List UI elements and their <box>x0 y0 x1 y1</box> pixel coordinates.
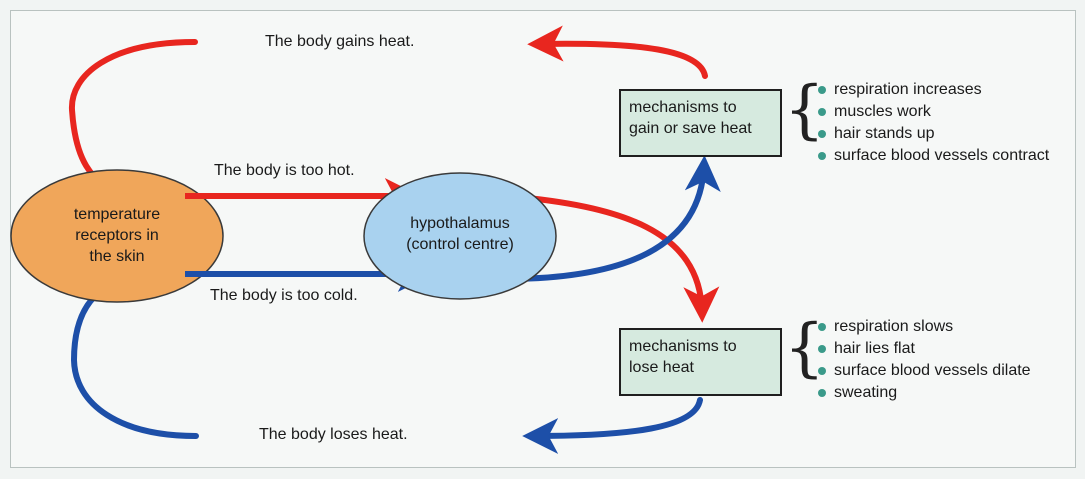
gain-effects-list: respiration increases muscles work hair … <box>818 79 1049 167</box>
hypothalamus-text: hypothalamus (control centre) <box>380 213 540 255</box>
list-item: sweating <box>818 382 1031 404</box>
list-item: hair lies flat <box>818 338 1031 360</box>
hypothalamus-to-lose-arrow <box>505 193 720 323</box>
gain-mechanism-to-body-arrow <box>527 25 708 79</box>
lose-effects-list: respiration slows hair lies flat surface… <box>818 316 1031 404</box>
list-item: muscles work <box>818 101 1049 123</box>
gain-box-line-2: gain or save heat <box>629 120 752 137</box>
lose-box-line-2: lose heat <box>629 359 694 376</box>
receptors-line-3: the skin <box>89 248 145 265</box>
hypothalamus-line-1: hypothalamus <box>410 215 510 232</box>
lose-mechanism-to-body-arrow <box>522 397 703 454</box>
receptors-line-2: receptors in <box>75 227 159 244</box>
lose-brace: { <box>784 311 825 385</box>
gain-heat-mechanisms-box: mechanisms to gain or save heat <box>619 89 782 157</box>
list-item: surface blood vessels dilate <box>818 360 1031 382</box>
lose-heat-mechanisms-box: mechanisms to lose heat <box>619 328 782 396</box>
list-item: respiration slows <box>818 316 1031 338</box>
list-item: respiration increases <box>818 79 1049 101</box>
gain-brace: { <box>784 73 825 147</box>
receptors-line-1: temperature <box>73 206 161 223</box>
gains-heat-label: The body gains heat. <box>265 33 415 50</box>
list-item: surface blood vessels contract <box>818 145 1049 167</box>
loses-heat-label: The body loses heat. <box>259 426 408 443</box>
list-item: hair stands up <box>818 123 1049 145</box>
lose-box-line-1: mechanisms to <box>629 338 737 355</box>
hypothalamus-to-gain-arrow <box>507 155 721 282</box>
gain-box-line-1: mechanisms to <box>629 99 737 116</box>
too-hot-label: The body is too hot. <box>214 162 355 179</box>
receptors-oval <box>10 169 224 303</box>
receptors-text: temperature receptors in the skin <box>40 204 194 267</box>
hypothalamus-oval <box>363 172 557 300</box>
too-cold-label: The body is too cold. <box>210 287 358 304</box>
hypothalamus-line-2: (control centre) <box>406 236 514 253</box>
